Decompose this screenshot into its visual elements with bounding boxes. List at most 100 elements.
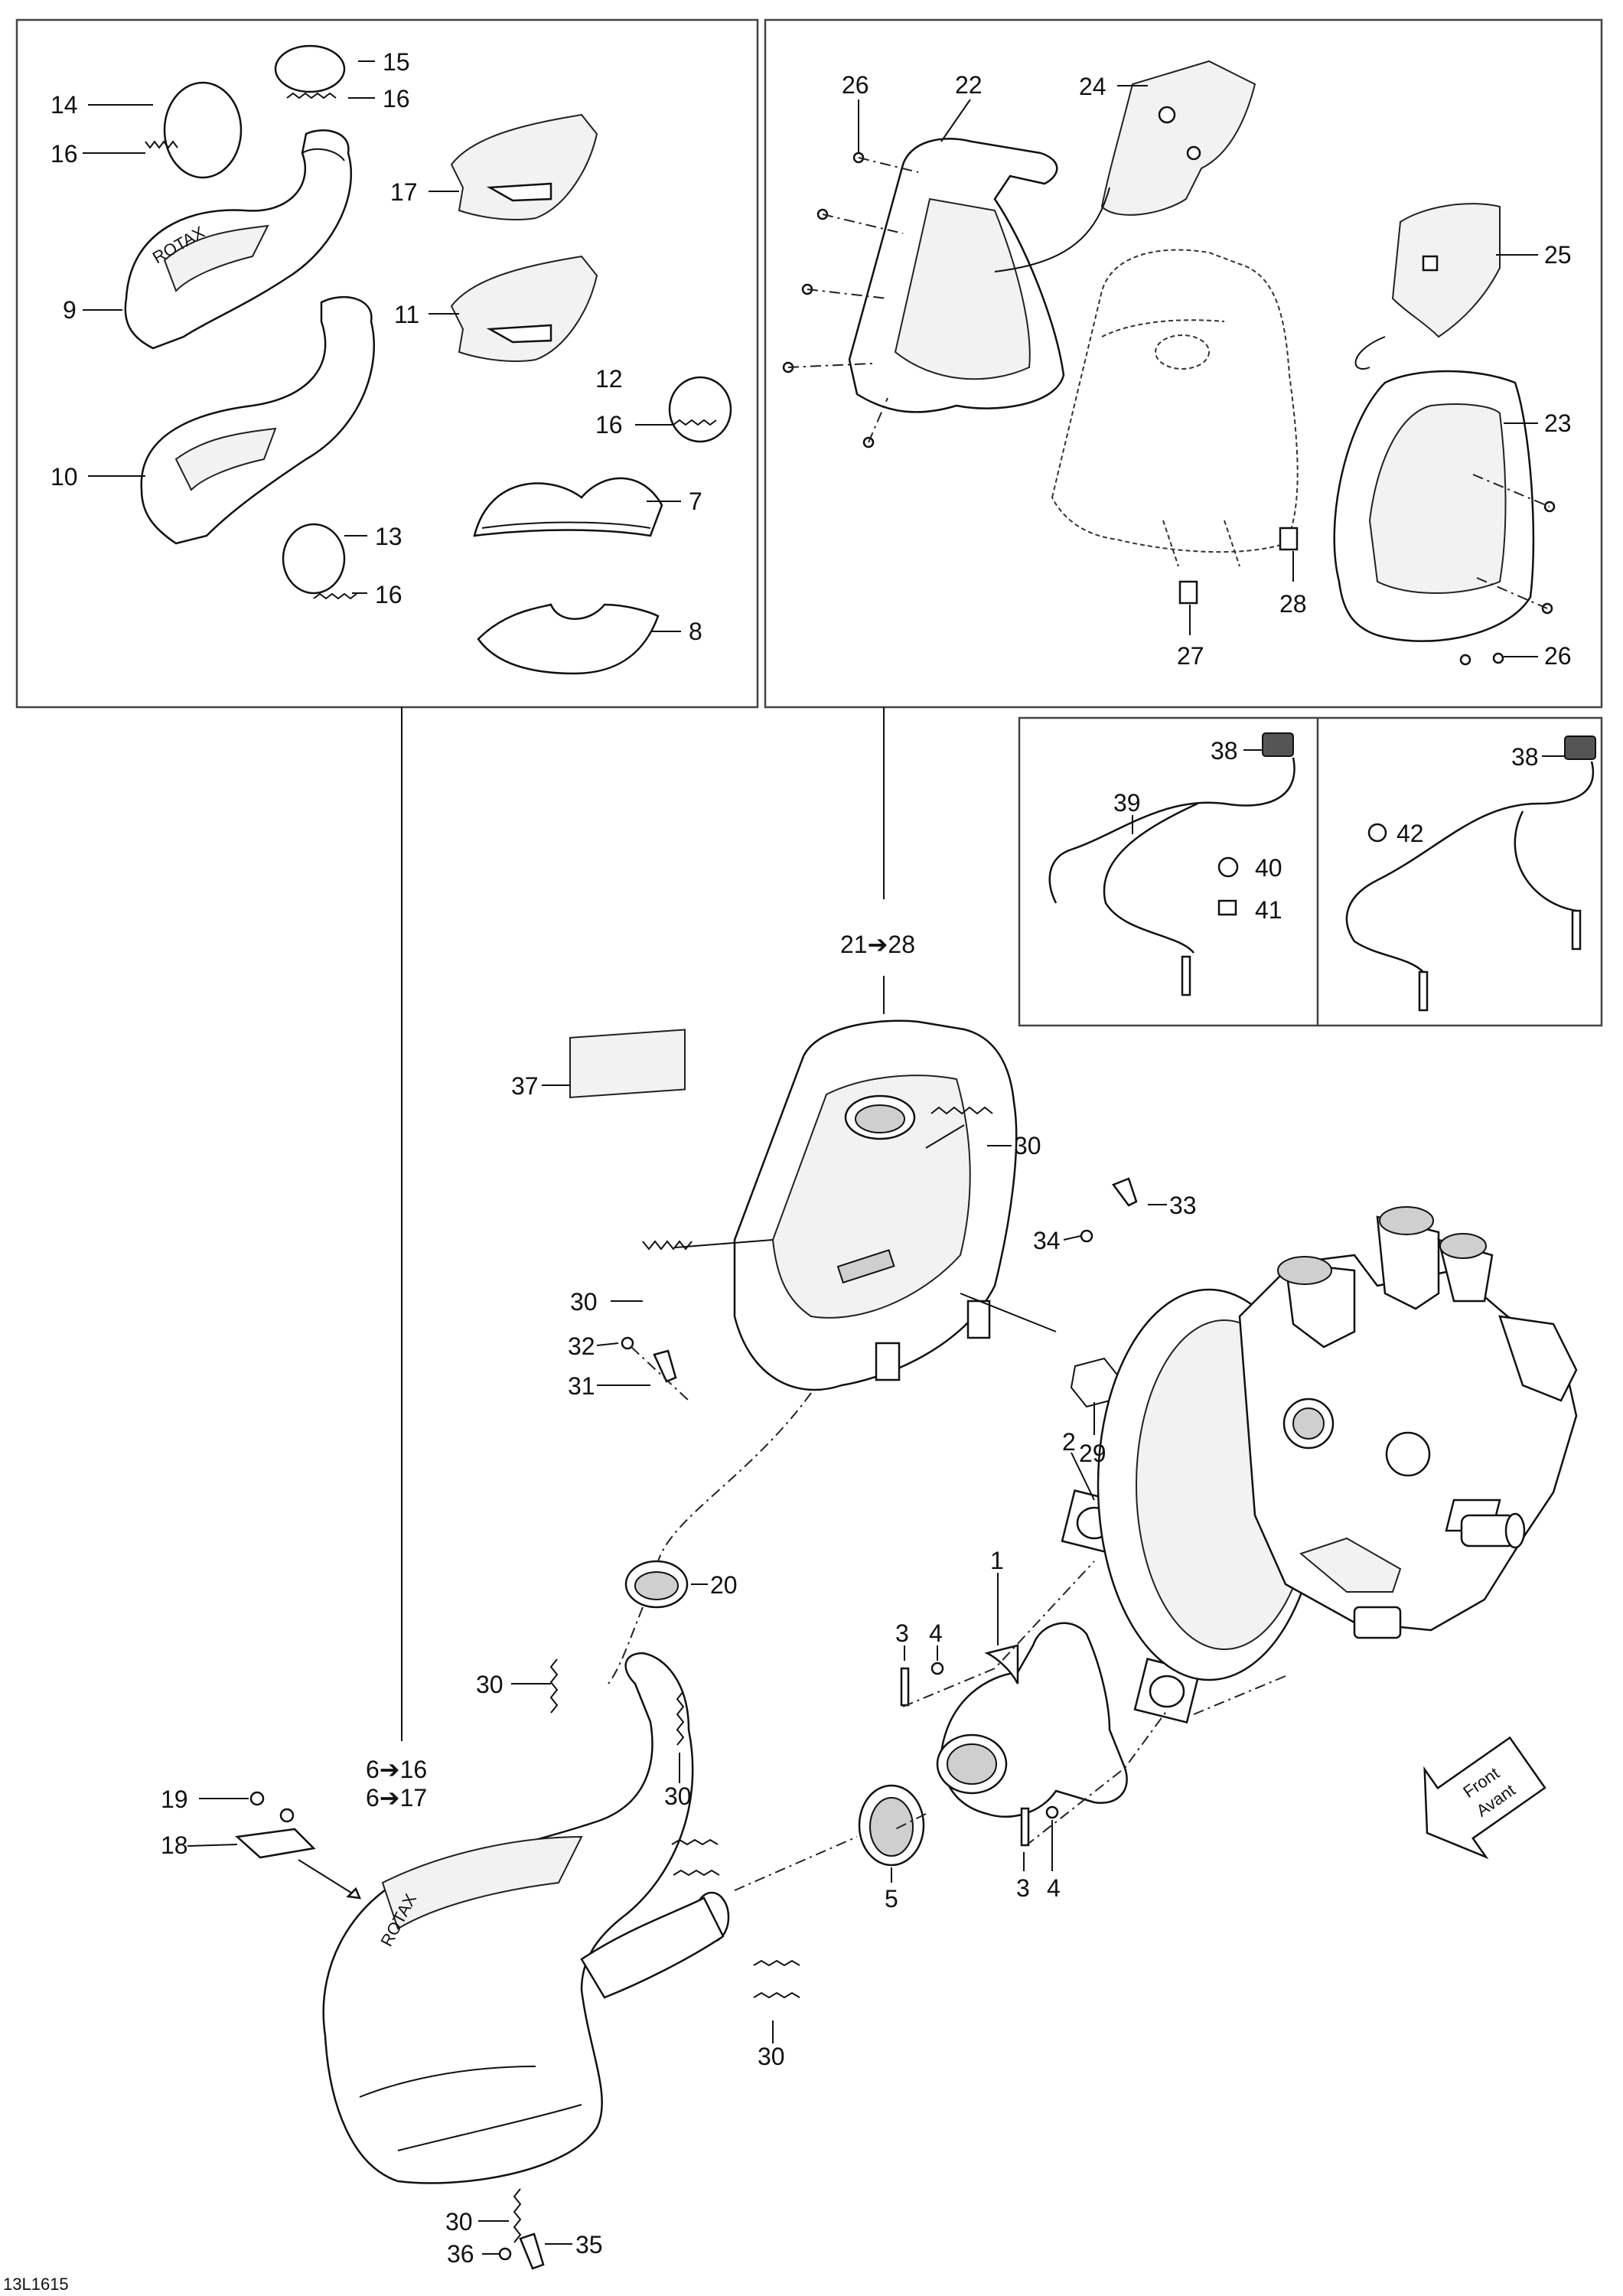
callout-42: 42 <box>1396 820 1424 847</box>
tuned-pipe-heat-shield-lower <box>140 295 375 545</box>
callout-33: 33 <box>1169 1192 1197 1219</box>
callout-14: 14 <box>51 91 78 119</box>
callout-25: 25 <box>1544 241 1572 269</box>
engine-block <box>1097 1206 1578 1681</box>
front-direction-arrow: Front Avant <box>1423 1736 1546 1860</box>
callout-12: 12 <box>595 365 623 393</box>
callout-27: 27 <box>1177 642 1204 670</box>
callout-37: 37 <box>511 1072 539 1100</box>
grommet-42 <box>1367 823 1387 843</box>
callout-9: 9 <box>63 296 77 324</box>
callout-range-6-17: 6➔17 <box>366 1784 427 1812</box>
heat-shield-piece-8 <box>477 603 660 675</box>
clip-27 <box>1178 580 1198 605</box>
screw-32 <box>621 1336 634 1350</box>
bolt-3-a <box>900 1667 910 1707</box>
callout-range-6-16: 6➔16 <box>366 1756 427 1783</box>
callout-29: 29 <box>1079 1440 1106 1467</box>
callout-41: 41 <box>1255 896 1282 924</box>
callout-30: 30 <box>445 2208 473 2236</box>
spring-30-a <box>930 1106 993 1115</box>
inset-frame-muffler <box>764 18 1603 709</box>
callout-35: 35 <box>575 2231 603 2258</box>
retaining-ring-14 <box>163 81 243 179</box>
inset-frame-sensors <box>1018 716 1603 1027</box>
callout-16: 16 <box>595 411 623 439</box>
spring-30-b <box>642 1240 693 1251</box>
retaining-ring-15 <box>274 44 346 93</box>
callout-18: 18 <box>161 1831 188 1859</box>
callout-1: 1 <box>990 1547 1004 1574</box>
exhaust-temperature-sensor-harness-39 <box>1048 732 1295 996</box>
callout-24: 24 <box>1079 73 1106 100</box>
tuned-pipe-heat-shield-upper: ROTAX <box>124 129 352 350</box>
callout-4: 4 <box>1047 1874 1061 1902</box>
screw-19-a <box>249 1791 265 1806</box>
callout-3: 3 <box>1016 1874 1030 1902</box>
callout-3: 3 <box>895 1619 909 1647</box>
callout-20: 20 <box>710 1571 738 1599</box>
callout-8: 8 <box>689 618 702 645</box>
callout-2: 2 <box>1062 1428 1076 1456</box>
clamp-40 <box>1217 856 1239 878</box>
drawing-code: 13L1615 <box>3 2275 69 2294</box>
callout-34: 34 <box>1033 1227 1061 1254</box>
callout-26: 26 <box>842 71 869 99</box>
spring-16-c <box>673 419 717 426</box>
spring-30-g <box>513 2188 522 2243</box>
retaining-ring-13 <box>282 523 346 595</box>
callout-16: 16 <box>375 581 402 608</box>
heat-shield-plate-17 <box>450 113 598 220</box>
screw-36 <box>498 2247 512 2261</box>
bracket-31 <box>653 1349 677 1383</box>
callout-4: 4 <box>929 1619 943 1647</box>
callout-40: 40 <box>1255 854 1282 882</box>
callout-15: 15 <box>383 48 410 76</box>
exhaust-temperature-sensor-harness-38b <box>1345 735 1596 1012</box>
callout-30: 30 <box>664 1782 692 1810</box>
callout-16: 16 <box>383 85 410 113</box>
callout-11: 11 <box>394 301 419 328</box>
heat-shield-piece-7 <box>473 477 663 537</box>
exhaust-manifold-1 <box>936 1622 1128 1818</box>
spring-30-c <box>549 1658 559 1714</box>
washer-4-a <box>930 1662 944 1675</box>
callout-10: 10 <box>51 463 78 491</box>
callout-13: 13 <box>375 523 402 550</box>
callout-5: 5 <box>885 1885 898 1913</box>
muffler-heat-shield-plate-25 <box>1391 203 1501 338</box>
muffler-heat-shield-22 <box>848 138 1065 413</box>
callout-numbers: 14 15 16 16 17 9 11 12 16 10 7 13 16 8 2… <box>51 48 1572 2268</box>
callout-19: 19 <box>161 1786 188 1813</box>
callout-22: 22 <box>955 71 983 99</box>
washer-4-b <box>1045 1805 1059 1819</box>
bracket-35 <box>519 2232 545 2270</box>
callout-17: 17 <box>390 178 418 206</box>
clip-28 <box>1279 527 1299 551</box>
retaining-ring-12 <box>668 376 732 443</box>
muffler-assembly <box>733 1019 1018 1391</box>
muffler-heat-shield-plate-24 <box>1100 60 1256 216</box>
muffler-ghost <box>1051 249 1299 567</box>
spring-16-d <box>313 592 357 600</box>
callout-range-21-28: 21➔28 <box>840 931 915 958</box>
callout-30: 30 <box>1014 1132 1041 1159</box>
callout-16: 16 <box>51 140 78 168</box>
callout-30: 30 <box>758 2043 785 2070</box>
heat-shield-plate-11 <box>450 255 598 362</box>
muffler-heat-shield-23 <box>1333 370 1535 642</box>
inset-frame-heat-shields <box>15 18 759 709</box>
callout-23: 23 <box>1544 409 1572 437</box>
callout-30: 30 <box>476 1671 504 1698</box>
callout-38: 38 <box>1511 743 1539 771</box>
spring-16-a <box>286 92 337 99</box>
screw-34 <box>1080 1229 1093 1243</box>
clip-41 <box>1217 899 1237 916</box>
tuned-pipe: ROTAX <box>322 1652 730 2184</box>
callout-39: 39 <box>1113 789 1141 817</box>
spring-16-b <box>145 140 178 149</box>
spring-30-d <box>676 1691 685 1746</box>
callout-7: 7 <box>689 488 702 515</box>
label-37 <box>569 1029 686 1098</box>
